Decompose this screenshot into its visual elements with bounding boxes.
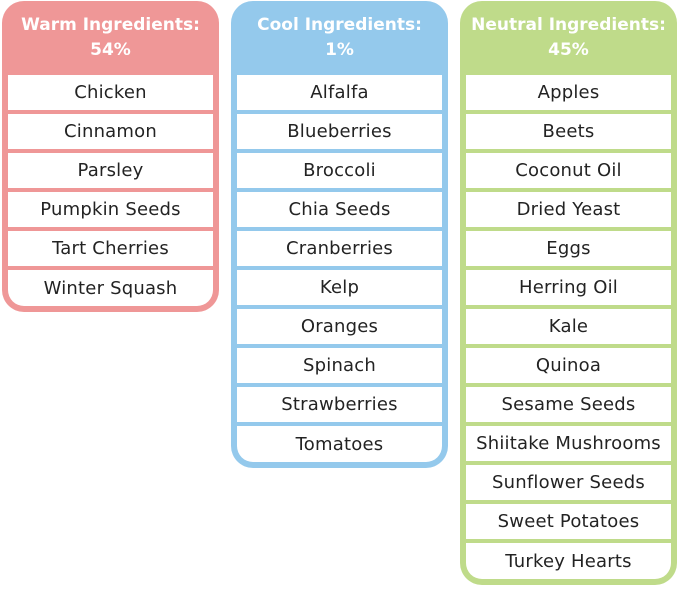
list-item: Tomatoes [237,426,442,462]
ingredient-list: Alfalfa Blueberries Broccoli Chia Seeds … [237,75,442,462]
list-item: Turkey Hearts [466,543,671,579]
card-header: Cool Ingredients: 1% [237,1,442,75]
list-item: Sweet Potatoes [466,504,671,539]
list-item: Cranberries [237,231,442,266]
card-header: Warm Ingredients: 54% [8,1,213,75]
list-item: Pumpkin Seeds [8,192,213,227]
list-item: Broccoli [237,153,442,188]
card-header: Neutral Ingredients: 45% [466,1,671,75]
card-title: Neutral Ingredients: [471,15,666,35]
list-item: Winter Squash [8,270,213,306]
list-item: Oranges [237,309,442,344]
neutral-ingredients-card: Neutral Ingredients: 45% Apples Beets Co… [460,1,677,585]
list-item: Dried Yeast [466,192,671,227]
card-title: Cool Ingredients: [257,15,422,35]
list-item: Spinach [237,348,442,383]
list-item: Kelp [237,270,442,305]
warm-ingredients-card: Warm Ingredients: 54% Chicken Cinnamon P… [2,1,219,312]
card-title: Warm Ingredients: [21,15,200,35]
list-item: Apples [466,75,671,110]
list-item: Alfalfa [237,75,442,110]
cool-ingredients-card: Cool Ingredients: 1% Alfalfa Blueberries… [231,1,448,468]
list-item: Cinnamon [8,114,213,149]
list-item: Shiitake Mushrooms [466,426,671,461]
list-item: Sunflower Seeds [466,465,671,500]
list-item: Kale [466,309,671,344]
list-item: Chia Seeds [237,192,442,227]
card-percent: 1% [325,40,354,60]
list-item: Eggs [466,231,671,266]
list-item: Quinoa [466,348,671,383]
list-item: Beets [466,114,671,149]
list-item: Chicken [8,75,213,110]
list-item: Parsley [8,153,213,188]
card-percent: 54% [90,40,131,60]
list-item: Herring Oil [466,270,671,305]
card-percent: 45% [548,40,589,60]
list-item: Coconut Oil [466,153,671,188]
list-item: Strawberries [237,387,442,422]
ingredient-list: Apples Beets Coconut Oil Dried Yeast Egg… [466,75,671,579]
list-item: Blueberries [237,114,442,149]
list-item: Sesame Seeds [466,387,671,422]
ingredient-list: Chicken Cinnamon Parsley Pumpkin Seeds T… [8,75,213,306]
list-item: Tart Cherries [8,231,213,266]
